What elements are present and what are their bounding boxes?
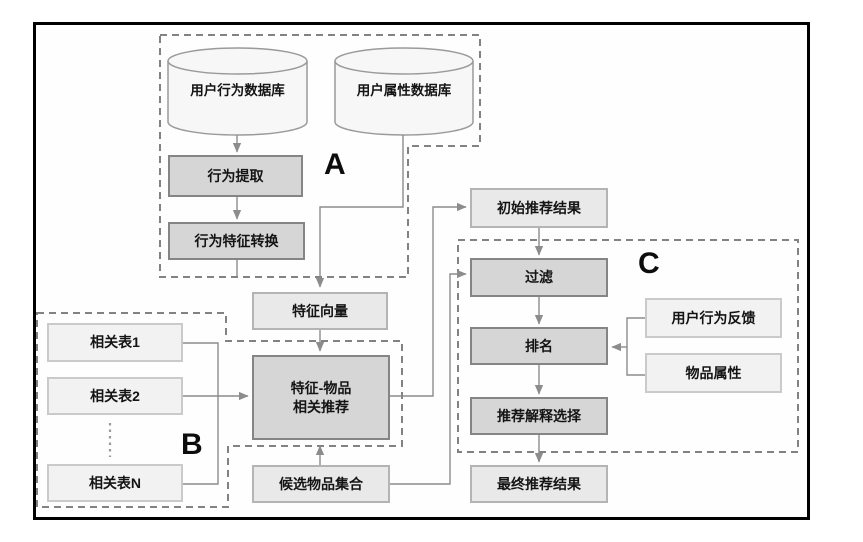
node-related-table-1: 相关表1	[47, 323, 183, 362]
node-ranking: 排名	[470, 327, 608, 365]
connector-relatedtables-junction	[183, 342, 219, 485]
node-rec-explanation-select: 推荐解释选择	[470, 397, 608, 435]
node-related-table-n: 相关表N	[47, 464, 183, 502]
group-b-border	[36, 312, 403, 508]
node-user-behavior-feedback: 用户行为反馈	[645, 298, 782, 338]
database-cylinder-attribute-top	[334, 47, 474, 75]
node-feature-item-rec-line2: 相关推荐	[293, 398, 349, 415]
group-c-border	[457, 239, 799, 453]
node-feature-vector: 特征向量	[252, 292, 388, 330]
node-feature-item-rec: 特征-物品 相关推荐	[252, 355, 390, 440]
group-b-label: B	[181, 428, 203, 461]
node-feature-item-rec-line1: 特征-物品	[290, 379, 352, 396]
node-final-rec-result: 最终推荐结果	[470, 465, 608, 503]
node-candidate-item-set: 候选物品集合	[252, 465, 390, 503]
node-item-attribute: 物品属性	[645, 353, 782, 393]
group-c-label: C	[638, 247, 660, 280]
node-behavior-feature-convert: 行为特征转换	[168, 222, 305, 260]
node-related-table-2: 相关表2	[47, 377, 183, 415]
node-user-attribute-db: 用户属性数据库	[356, 83, 452, 98]
node-user-behavior-db: 用户行为数据库	[190, 83, 285, 98]
node-behavior-extract: 行为提取	[168, 155, 303, 197]
database-cylinder-attribute	[334, 61, 474, 136]
group-a-label: A	[324, 148, 346, 181]
connector-attributedb-to-featurevector	[315, 135, 404, 288]
connector-featureitem-to-initialresult	[390, 202, 467, 397]
node-filter: 过滤	[470, 258, 608, 297]
connector-feedback-merge	[626, 317, 645, 376]
node-initial-rec-result: 初始推荐结果	[470, 188, 608, 228]
connector-candidates-to-filter	[390, 269, 467, 485]
group-a-border	[159, 34, 481, 278]
database-cylinder-behavior-top	[167, 47, 308, 75]
